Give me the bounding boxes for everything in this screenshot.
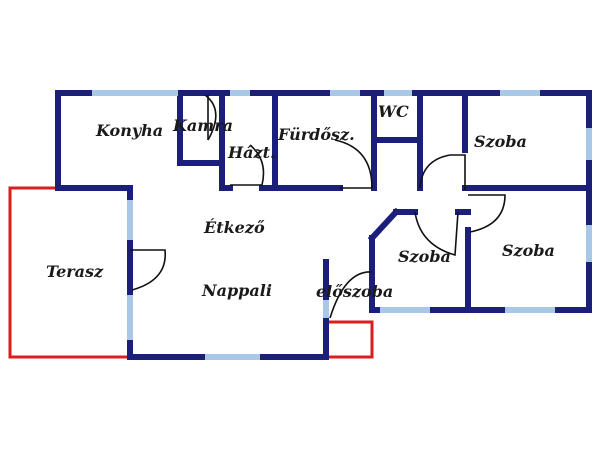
szoba2-door <box>414 211 459 257</box>
terrace-outline <box>8 186 374 359</box>
room-label-wc: WC <box>378 102 409 121</box>
room-label-etkezo: Étkező <box>203 217 265 237</box>
room-label-szoba-1: Szoba <box>474 132 527 151</box>
room-label-terasz: Terasz <box>46 262 104 281</box>
doors <box>130 94 506 319</box>
room-label-kamra: Kamra <box>172 116 233 135</box>
room-label-eloszoba: előszoba <box>316 282 393 301</box>
room-label-furdo: Fürdősz. <box>277 125 355 144</box>
living-room-door <box>130 249 166 291</box>
windows <box>92 90 592 360</box>
room-label-szoba-3: Szoba <box>502 241 555 260</box>
szoba3-door <box>468 194 506 233</box>
eloszoba-door <box>329 271 373 319</box>
room-label-nappali: Nappali <box>201 281 272 300</box>
room-label-hazt: Házt. <box>227 143 276 162</box>
hazt-door <box>230 144 265 186</box>
szoba1-door <box>419 154 466 190</box>
furdo-door <box>334 139 373 189</box>
room-label-konyha: Konyha <box>95 121 163 140</box>
room-label-szoba-2: Szoba <box>398 247 451 266</box>
